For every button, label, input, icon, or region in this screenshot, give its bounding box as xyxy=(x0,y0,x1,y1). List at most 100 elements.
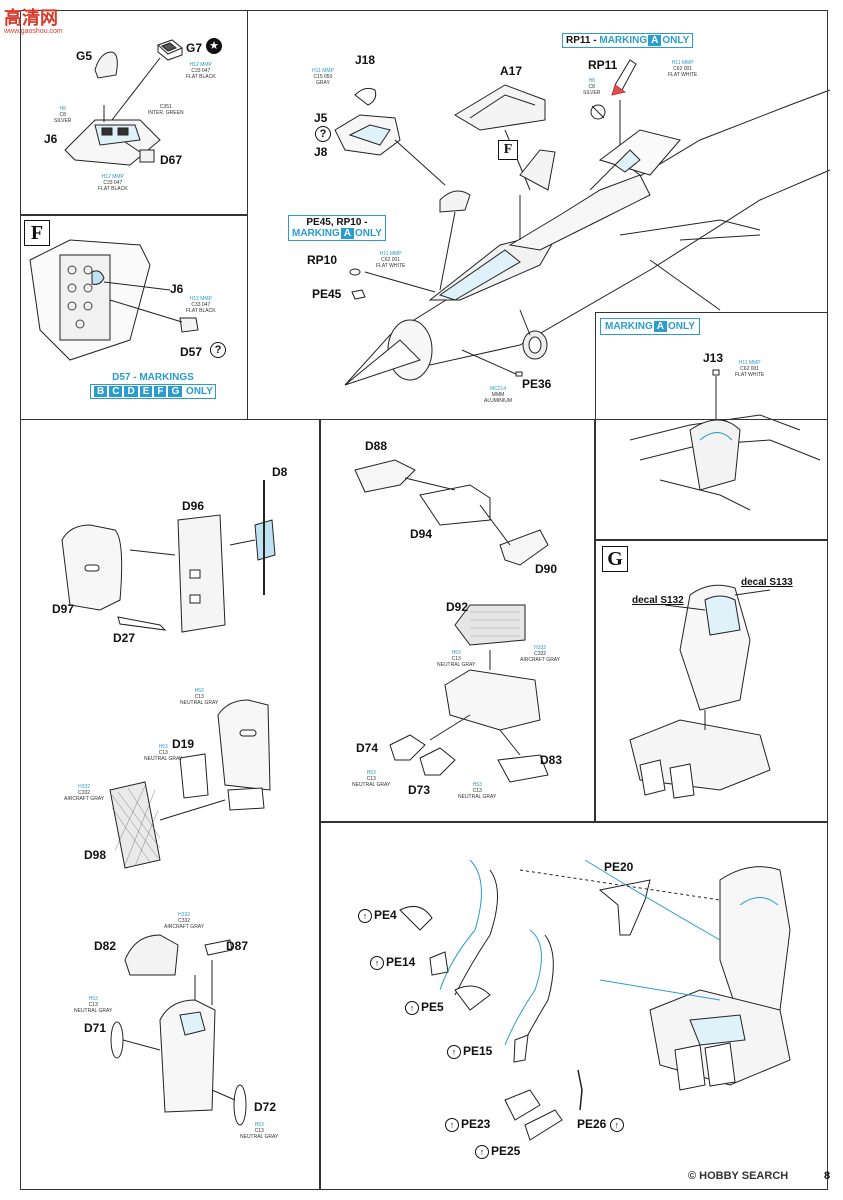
harness-art xyxy=(399,859,791,1141)
label-pe15: ↑PE15 xyxy=(447,1044,492,1059)
label-j6-f: J6 xyxy=(170,282,184,296)
label-j13: J13 xyxy=(703,351,724,365)
label-j6: J6 xyxy=(44,132,58,146)
label-d67: D67 xyxy=(160,153,183,167)
panel-g xyxy=(595,540,828,822)
marking-letter: B xyxy=(94,386,108,397)
panel-f-art xyxy=(29,239,199,361)
part-rp10-pe45 xyxy=(349,268,436,300)
label-d73: D73 xyxy=(408,783,431,797)
part-g7-shape xyxy=(157,39,183,61)
label-d97: D97 xyxy=(52,602,75,616)
copyright-icon: © xyxy=(688,1170,697,1182)
marking-letter: C xyxy=(109,386,123,397)
label-d19: D19 xyxy=(172,737,195,751)
label-d74: D74 xyxy=(356,741,379,755)
seat5-art xyxy=(110,934,247,1126)
section-letter-g: G xyxy=(602,546,628,572)
seat4-art xyxy=(109,699,271,869)
label-a17: A17 xyxy=(500,64,523,78)
part-j6-shape xyxy=(64,57,161,166)
label-d92: D92 xyxy=(446,600,469,614)
label-d82: D82 xyxy=(94,939,117,953)
label-d87: D87 xyxy=(226,939,249,953)
bend-arrow-icon: ↑ xyxy=(358,908,372,923)
label-j8: J8 xyxy=(314,145,328,159)
bend-arrow-icon: ↑ xyxy=(445,1117,459,1132)
label-d27: D27 xyxy=(113,631,136,645)
label-rp11: RP11 xyxy=(588,58,618,72)
star-icon: ★ xyxy=(206,38,222,54)
f-marker-seat xyxy=(519,149,556,240)
label-d83: D83 xyxy=(540,753,563,767)
footer-brand: © HOBBY SEARCH xyxy=(688,1170,789,1182)
label-j5: J5 xyxy=(314,111,328,125)
d57-marking-title: D57 - MARKINGS xyxy=(112,372,194,383)
part-rp11-art xyxy=(590,59,637,145)
label-pe23: ↑PE23 xyxy=(445,1117,490,1132)
panel-harness xyxy=(320,822,828,1190)
windshield-frame xyxy=(439,190,471,291)
label-d90: D90 xyxy=(535,562,558,576)
label-d8: D8 xyxy=(272,465,288,479)
section-marker-f: F xyxy=(498,140,518,160)
panel-main xyxy=(248,10,828,420)
bend-arrow-icon: ↑ xyxy=(370,955,384,970)
bend-arrow-icon: ↑ xyxy=(405,1000,419,1015)
site-logo-text: 高清网 xyxy=(4,8,58,29)
part-pe36-art xyxy=(461,349,523,377)
label-d72: D72 xyxy=(254,1100,277,1114)
part-g5-shape xyxy=(94,51,118,79)
panel-g-art xyxy=(629,584,771,799)
seat2-art xyxy=(354,459,549,566)
bend-arrow-icon: ↑ xyxy=(475,1144,489,1159)
label-d57: D57 xyxy=(180,345,203,359)
bend-arrow-icon: ↑ xyxy=(447,1044,461,1059)
bend-arrow-icon: ↑ xyxy=(609,1117,624,1132)
marking-letter: G xyxy=(168,386,183,397)
label-d71: D71 xyxy=(84,1021,107,1035)
aircraft-fuselage xyxy=(344,89,831,386)
panel-j13 xyxy=(595,312,828,540)
label-d94: D94 xyxy=(410,527,433,541)
label-d96: D96 xyxy=(182,499,205,513)
label-g7: G7 xyxy=(186,41,203,55)
label-j18: J18 xyxy=(355,53,376,67)
windshield-j18 xyxy=(334,87,446,186)
panel-j13-art xyxy=(629,369,821,511)
label-pe14: ↑PE14 xyxy=(370,955,415,970)
panel-top-left xyxy=(20,10,248,215)
label-decal-s133: decal S133 xyxy=(741,577,793,588)
site-logo: 高清网 www.gaoshou.com xyxy=(4,4,63,35)
marking-letter: F xyxy=(154,386,167,397)
label-pe20: PE20 xyxy=(604,860,634,874)
label-decal-s132: decal S132 xyxy=(632,595,684,606)
label-pe36: PE36 xyxy=(522,377,552,391)
label-pe5: ↑PE5 xyxy=(405,1000,444,1015)
